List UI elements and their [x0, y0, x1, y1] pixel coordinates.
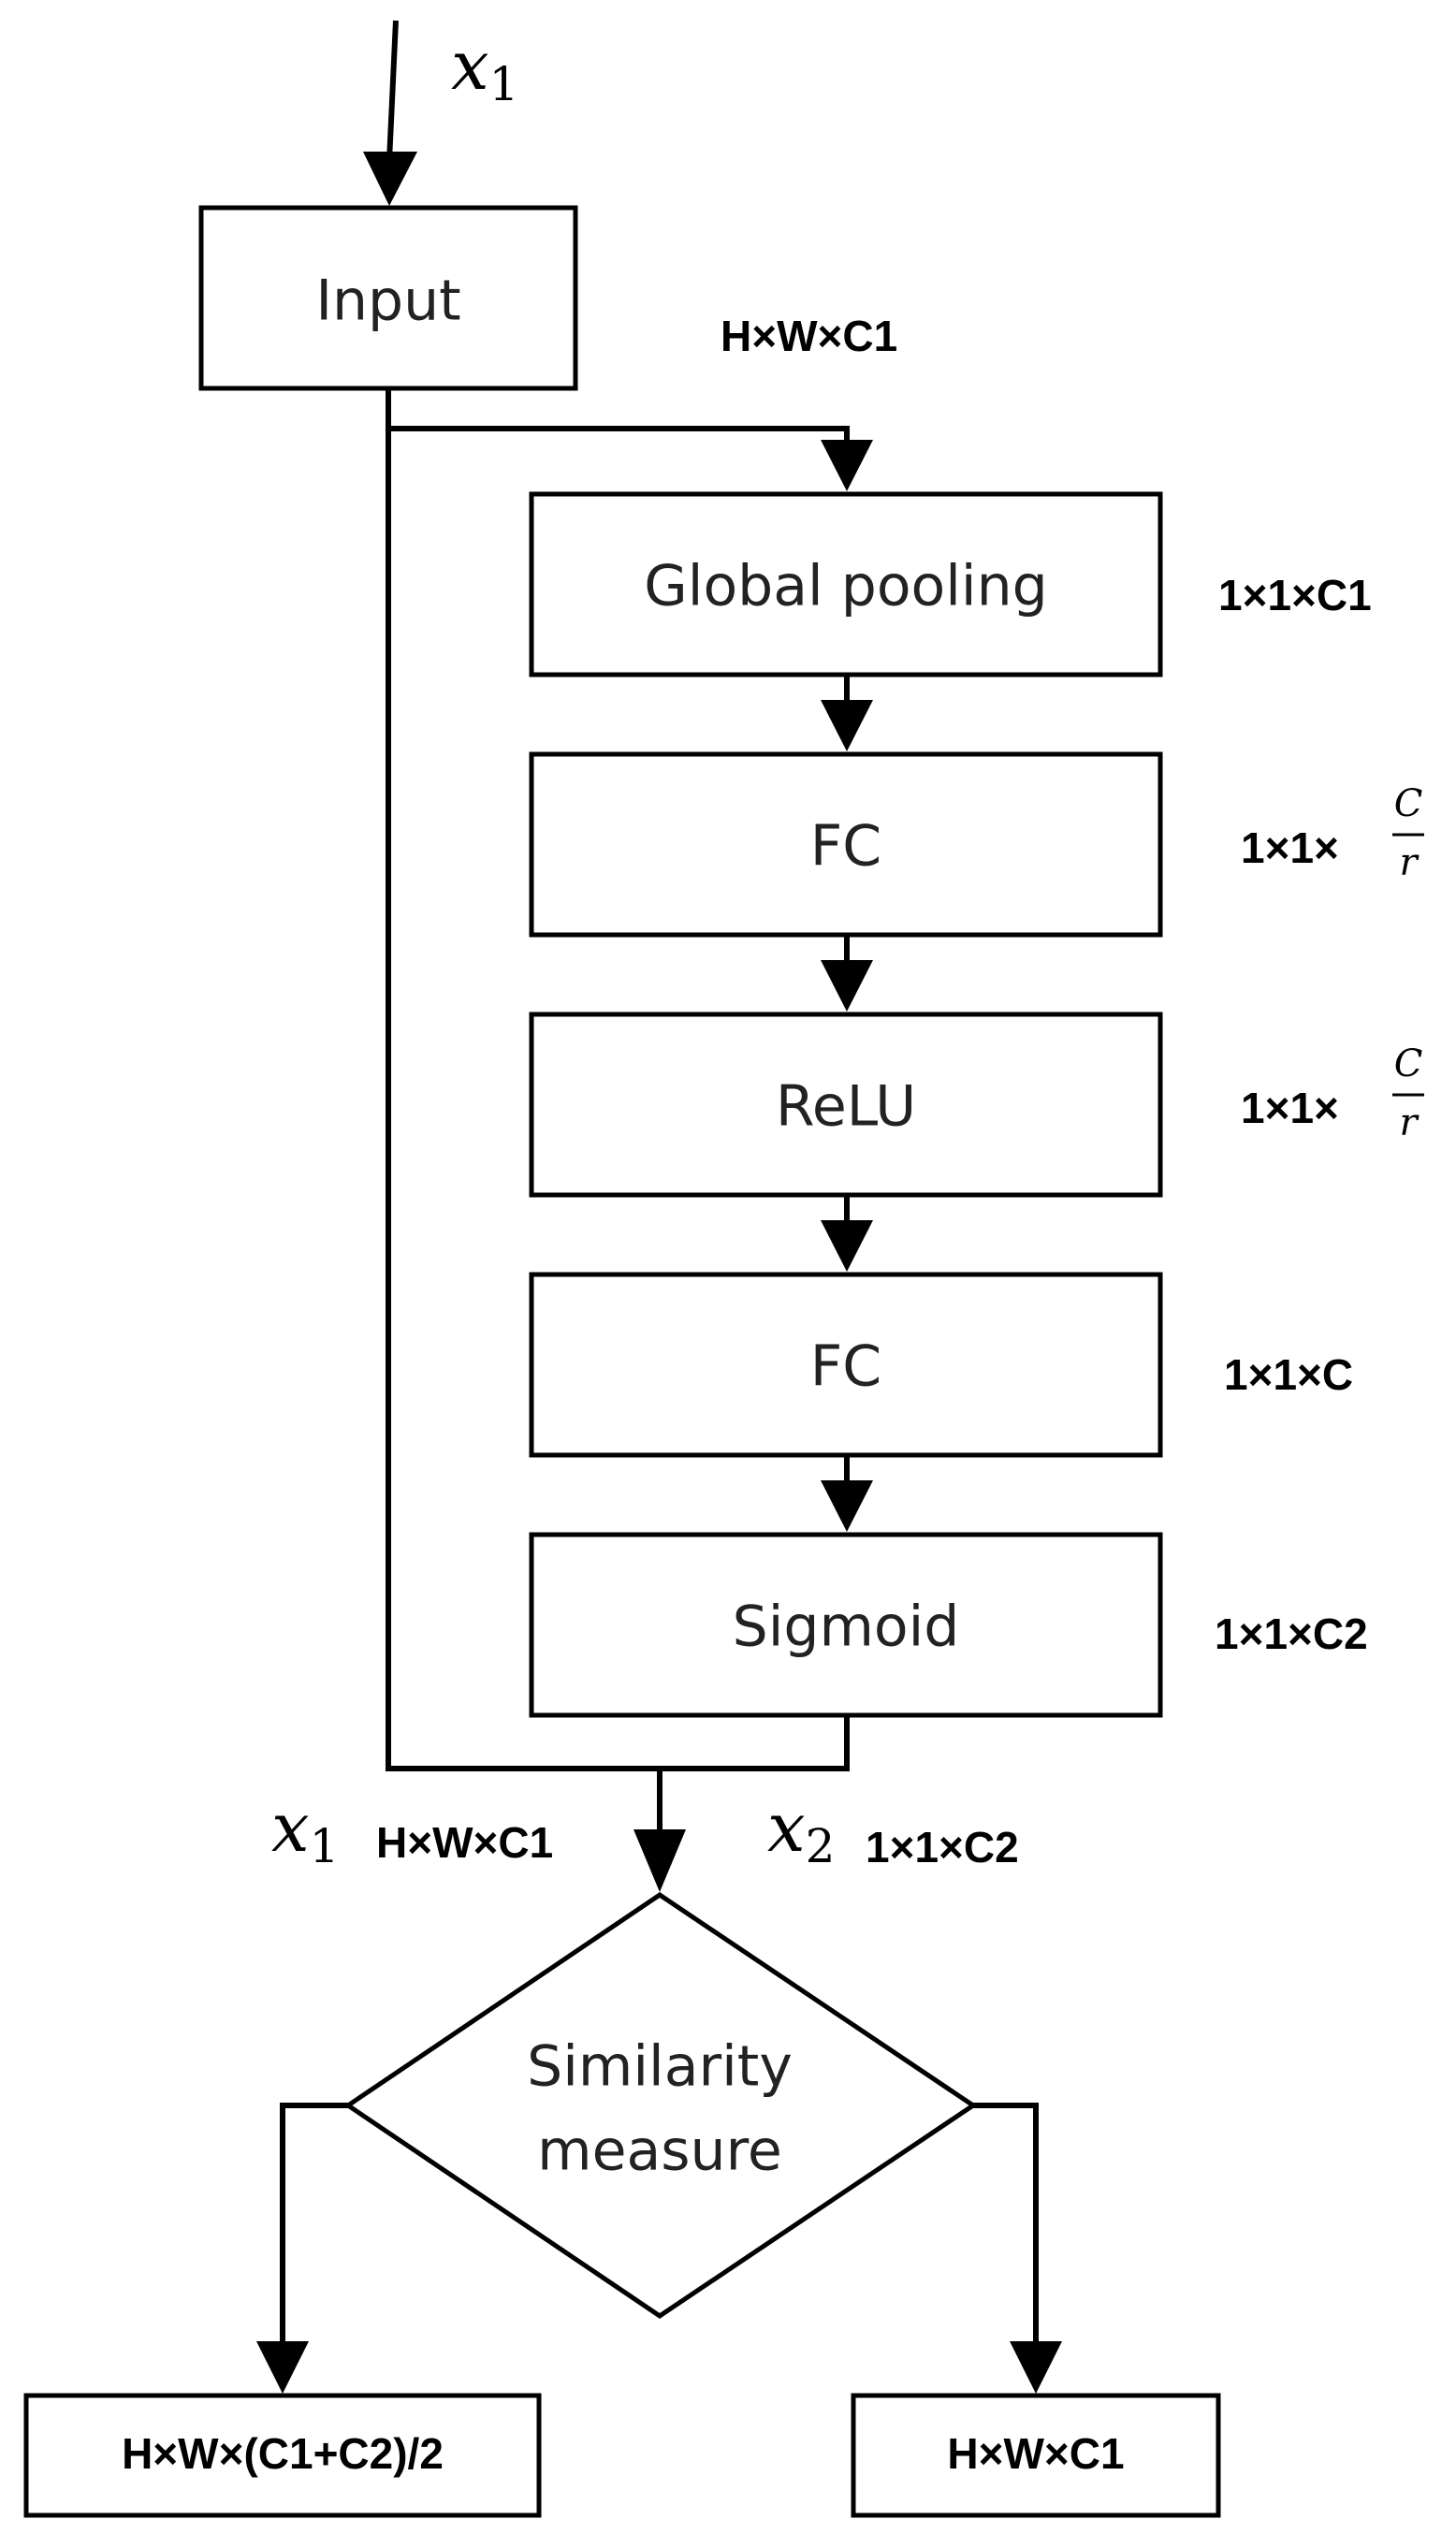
fc2-label: FC	[810, 1334, 881, 1400]
arrow-relu-to-fc2	[821, 1195, 873, 1272]
top-input-var: x	[451, 26, 489, 105]
input-label: Input	[315, 269, 460, 334]
fc1-dim-numerator: C	[1394, 782, 1423, 825]
merge-x1-sub: 1	[310, 1819, 340, 1873]
relu-box: ReLU	[529, 1012, 1163, 1198]
relu-dim: 1×1× C r	[1241, 1042, 1424, 1144]
merge-x1-var: x	[271, 1788, 310, 1867]
merge-x2-dim: 1×1×C2	[866, 1823, 1019, 1871]
input-box: Input	[198, 205, 578, 391]
input-dim: H×W×C1	[721, 312, 897, 360]
similarity-label-line1: Similarity	[527, 2034, 793, 2100]
output-left-box: H×W×(C1+C2)/2	[23, 2393, 542, 2518]
output-right-box: H×W×C1	[851, 2393, 1221, 2518]
fc1-dim: 1×1× C r	[1241, 782, 1424, 884]
top-input-sub: 1	[489, 57, 519, 111]
top-input-variable: x1	[451, 26, 518, 111]
fc1-label: FC	[810, 814, 881, 880]
svg-text:x1: x1	[451, 26, 518, 111]
merge-x1-label: x1 H×W×C1	[271, 1788, 553, 1873]
sigmoid-dim: 1×1×C2	[1215, 1609, 1368, 1658]
global-pooling-box: Global pooling	[529, 491, 1163, 677]
sigmoid-label: Sigmoid	[733, 1595, 960, 1660]
arrow-to-right-output	[973, 2103, 1062, 2394]
arrow-to-global-pooling	[388, 426, 873, 491]
relu-dim-prefix: 1×1×	[1241, 1084, 1339, 1132]
relu-dim-numerator: C	[1394, 1042, 1423, 1085]
merge-x2-sub: 2	[806, 1819, 836, 1873]
fc2-box: FC	[529, 1272, 1163, 1458]
similarity-label-line2: measure	[537, 2119, 782, 2184]
arrow-into-input	[363, 20, 417, 206]
output-left-label: H×W×(C1+C2)/2	[122, 2429, 444, 2478]
svg-text:x1: x1	[271, 1788, 339, 1873]
fc1-box: FC	[529, 751, 1163, 938]
relu-label: ReLU	[776, 1074, 916, 1140]
sigmoid-box: Sigmoid	[529, 1532, 1163, 1718]
merge-x2-label: x2 1×1×C2	[767, 1788, 1019, 1873]
merge-x2-var: x	[767, 1788, 806, 1867]
output-right-label: H×W×C1	[947, 2429, 1124, 2478]
global-pooling-label: Global pooling	[644, 554, 1047, 619]
merge-x1-dim: H×W×C1	[376, 1818, 553, 1867]
arrow-to-left-output	[256, 2103, 348, 2394]
arrow-gp-to-fc1	[821, 675, 873, 751]
global-pooling-dim: 1×1×C1	[1218, 571, 1372, 619]
svg-text:x2: x2	[767, 1788, 835, 1873]
arrow-fc1-to-relu	[821, 935, 873, 1012]
relu-dim-denominator: r	[1399, 1101, 1420, 1144]
fc2-dim: 1×1×C	[1224, 1350, 1353, 1399]
skip-connection	[386, 388, 850, 1771]
arrow-merge-to-similarity	[633, 1769, 686, 1892]
similarity-diamond: Similarity measure	[343, 1891, 978, 2320]
fc1-dim-denominator: r	[1399, 841, 1420, 884]
arrow-fc2-to-sigmoid	[821, 1455, 873, 1532]
fc1-dim-prefix: 1×1×	[1241, 823, 1339, 872]
